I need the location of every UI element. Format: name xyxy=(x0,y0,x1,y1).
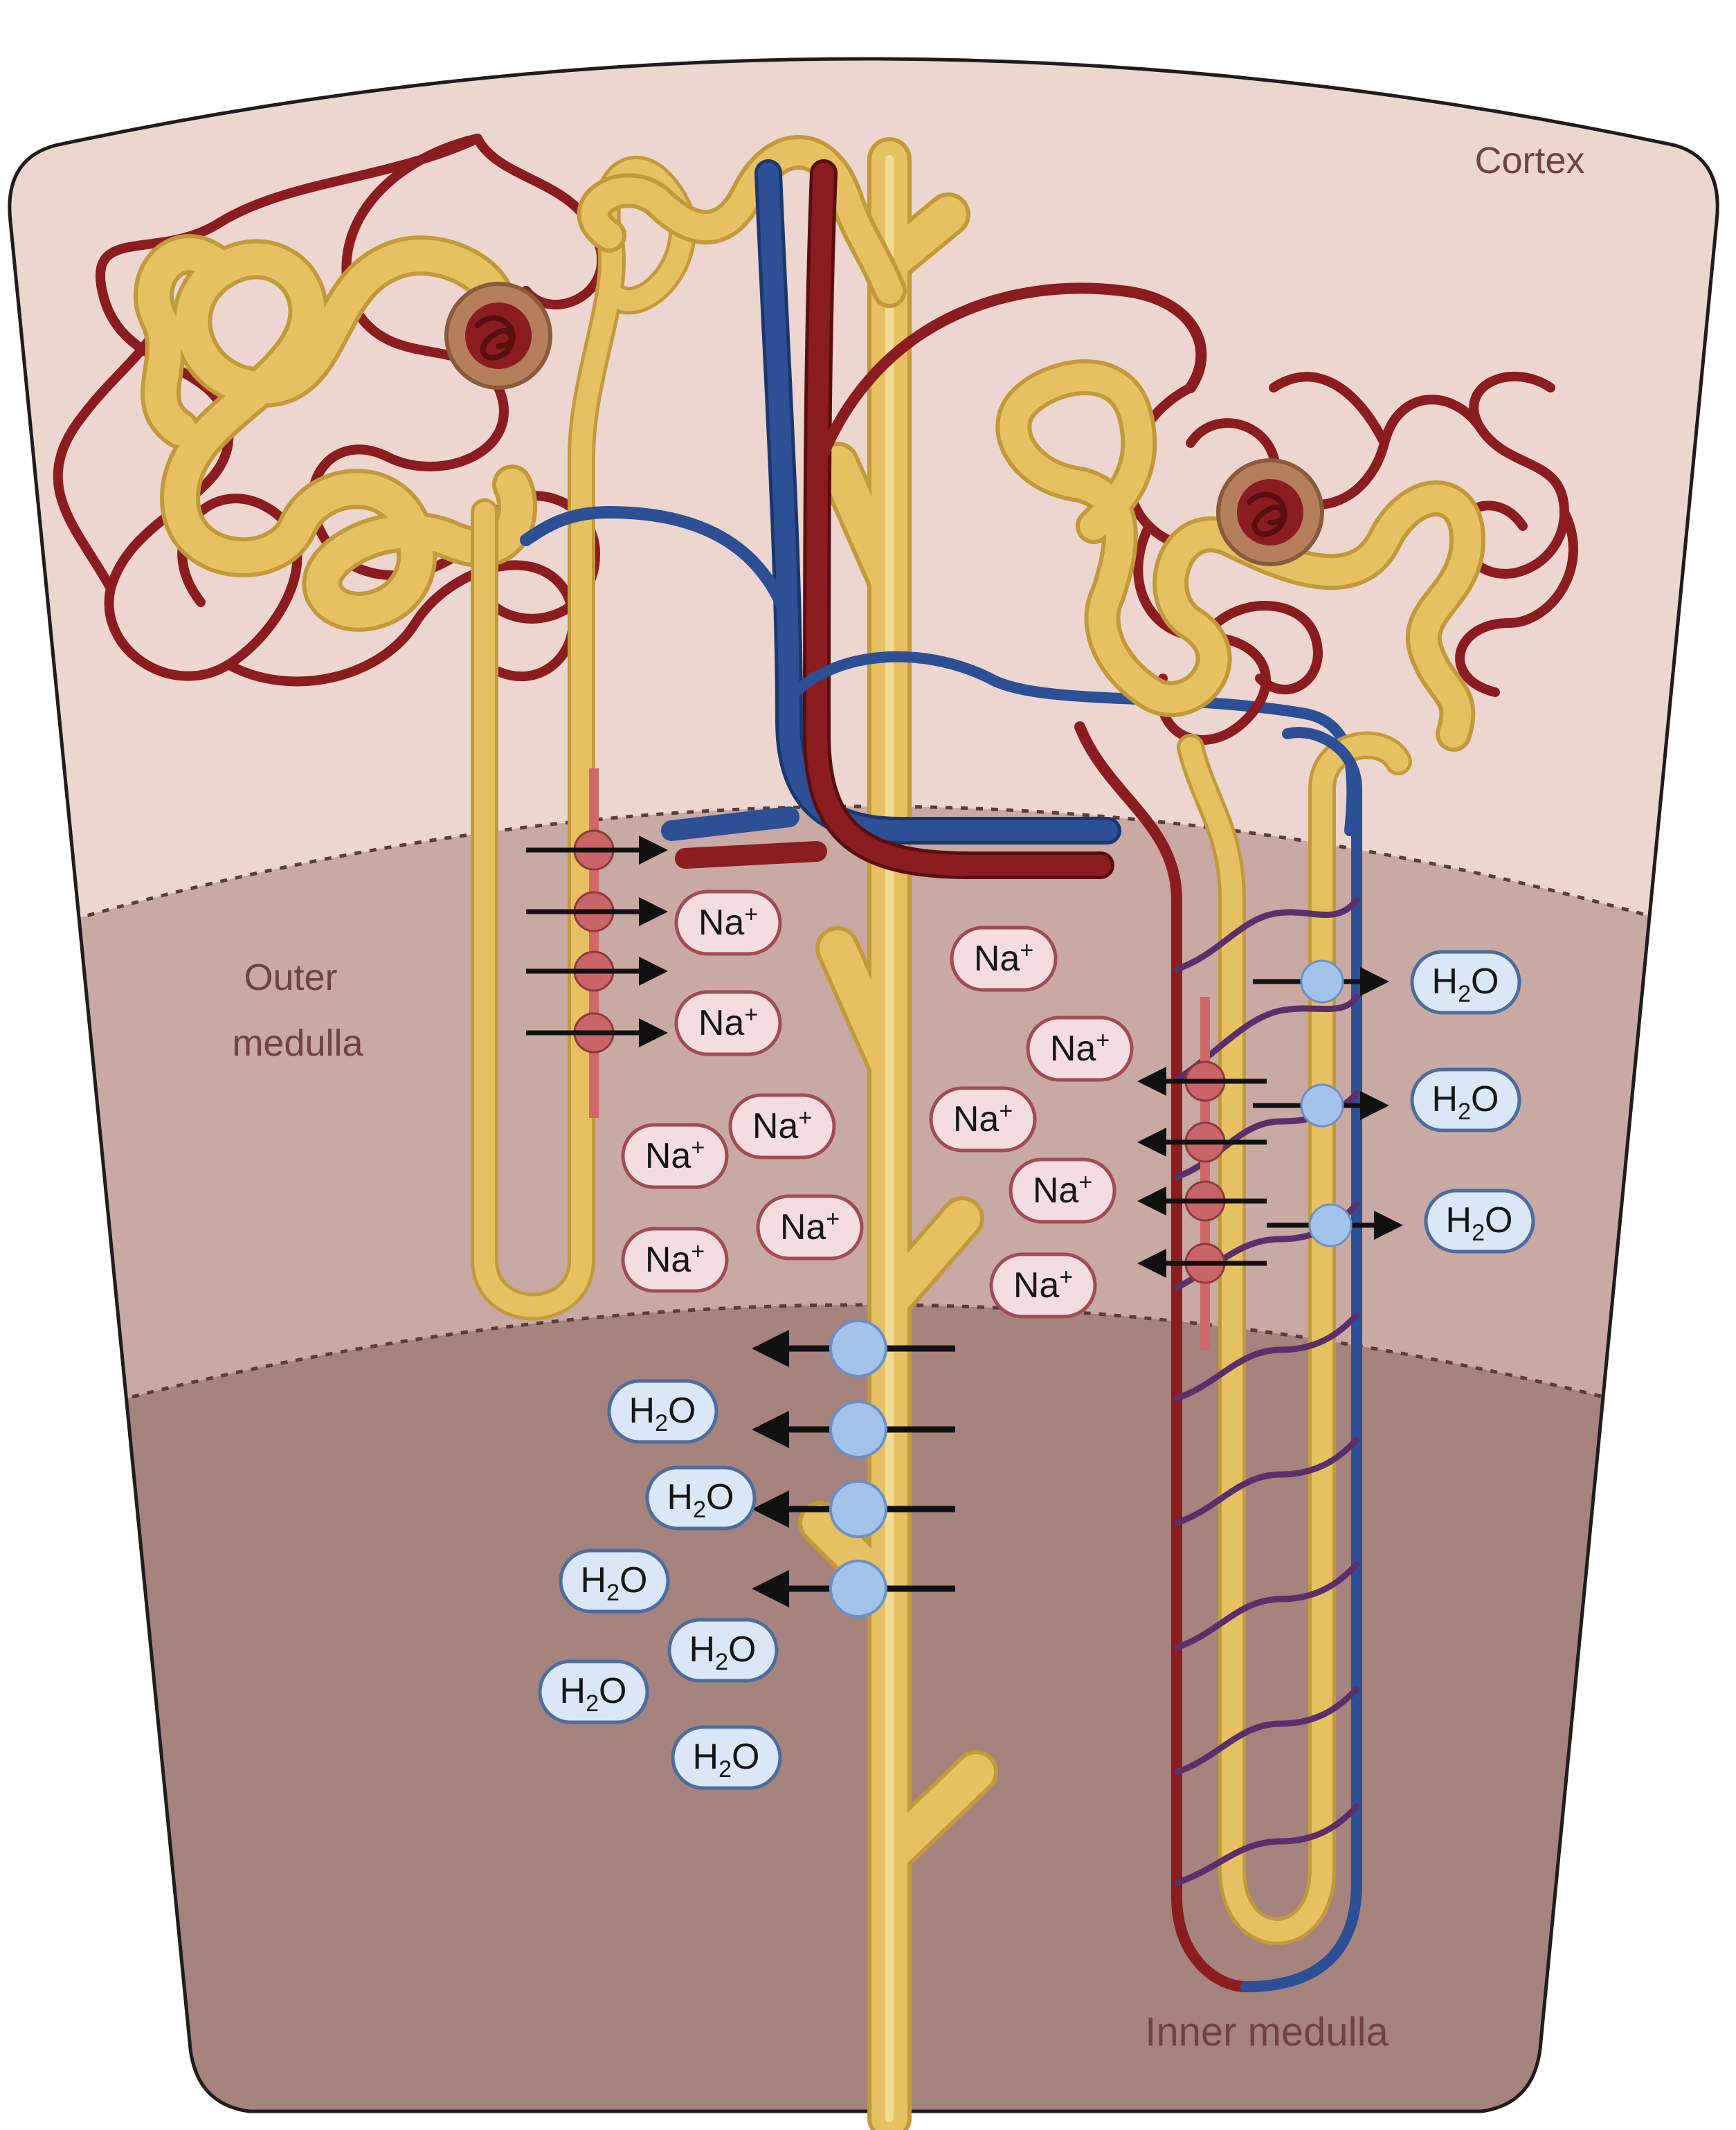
artery-branch-right xyxy=(811,282,1207,476)
svg-text:Na+: Na+ xyxy=(698,1002,758,1043)
h2o-bubble-7: H2O xyxy=(667,1618,779,1683)
h2o-bubble-9: H2O xyxy=(671,1725,782,1790)
outer-medulla-label-line1: Outer xyxy=(244,957,337,998)
na-bubble-10: Na+ xyxy=(1009,1157,1116,1224)
vasa-recta-ascending xyxy=(1240,727,1362,1992)
inner-medulla-label: Inner medulla xyxy=(1145,2010,1389,2055)
na-bubble-5: Na+ xyxy=(756,1194,864,1261)
na-bubble-9: Na+ xyxy=(929,1086,1037,1153)
aquaporin-right-3 xyxy=(1308,1203,1353,1247)
artery-branch-left xyxy=(675,841,827,869)
na-bubble-6: Na+ xyxy=(621,1227,729,1293)
water-channels-right xyxy=(1253,959,1403,1247)
aquaporin-duct-4 xyxy=(829,1560,887,1618)
h2o-bubble-5: H2O xyxy=(645,1465,757,1531)
svg-text:Na+: Na+ xyxy=(752,1105,812,1146)
water-molecules: H2O H2O H2O H2O H2O H2O H2O H2O H2O xyxy=(538,950,1535,1790)
vein-branch-left-end xyxy=(661,806,799,841)
svg-text:H2O: H2O xyxy=(560,1671,627,1717)
svg-text:Na+: Na+ xyxy=(953,1098,1013,1139)
na-bubble-4: Na+ xyxy=(621,1123,729,1189)
cortical-nephron xyxy=(53,134,907,1321)
aquaporin-duct-2 xyxy=(829,1400,887,1459)
svg-text:H2O: H2O xyxy=(1432,1079,1499,1125)
vasa-vessels-left xyxy=(520,159,1358,879)
sodium-ions: Na+ Na+ Na+ Na+ Na+ Na+ Na+ Na+ Na+ Na+ … xyxy=(621,890,1134,1319)
svg-text:H2O: H2O xyxy=(1446,1200,1513,1246)
svg-text:Na+: Na+ xyxy=(645,1135,705,1176)
aquaporin-right-2 xyxy=(1300,1083,1344,1128)
svg-text:H2O: H2O xyxy=(667,1477,734,1523)
svg-text:Na+: Na+ xyxy=(1013,1264,1073,1306)
svg-text:Na+: Na+ xyxy=(974,937,1033,979)
svg-text:H2O: H2O xyxy=(1432,962,1499,1007)
cortex-medulla-boundary xyxy=(9,804,1718,944)
collecting-duct xyxy=(798,137,998,2130)
na-bubble-1: Na+ xyxy=(674,890,782,956)
svg-text:H2O: H2O xyxy=(581,1560,648,1606)
h2o-bubble-8: H2O xyxy=(538,1659,649,1724)
sodium-arrows-right xyxy=(1137,1067,1267,1278)
na-bubble-11: Na+ xyxy=(989,1252,1097,1319)
aquaporin-duct-3 xyxy=(829,1480,887,1538)
cortex-label: Cortex xyxy=(1474,140,1584,181)
aquaporin-right-1 xyxy=(1300,959,1344,1004)
outer-medulla-label-line2: medulla xyxy=(232,1022,363,1064)
svg-text:Na+: Na+ xyxy=(1033,1169,1092,1211)
svg-text:H2O: H2O xyxy=(629,1391,696,1436)
na-bubble-7: Na+ xyxy=(950,926,1058,992)
na-bubble-8: Na+ xyxy=(1026,1016,1134,1082)
outer-inner-medulla-boundary xyxy=(9,1303,1718,1435)
svg-text:Na+: Na+ xyxy=(645,1238,705,1280)
svg-text:H2O: H2O xyxy=(693,1737,760,1782)
aquaporin-duct-1 xyxy=(829,1319,887,1378)
svg-text:Na+: Na+ xyxy=(780,1206,840,1247)
kidney-outline xyxy=(8,57,1719,2113)
h2o-bubble-3: H2O xyxy=(1424,1189,1535,1254)
vasa-recta xyxy=(1074,721,1362,1992)
h2o-bubble-6: H2O xyxy=(559,1549,670,1614)
na-bubble-2: Na+ xyxy=(674,990,782,1056)
pump-bar-right xyxy=(1200,997,1210,1350)
sodium-arrows-left xyxy=(526,836,668,1047)
water-channels-duct xyxy=(752,1319,955,1618)
svg-text:H2O: H2O xyxy=(689,1630,757,1675)
h2o-bubble-1: H2O xyxy=(1410,950,1521,1015)
na-bubble-3: Na+ xyxy=(728,1093,836,1159)
pump-bar-left xyxy=(589,768,599,1118)
h2o-bubble-2: H2O xyxy=(1410,1067,1521,1132)
svg-text:Na+: Na+ xyxy=(1050,1027,1110,1069)
vein-branch-left xyxy=(520,505,795,629)
h2o-bubble-4: H2O xyxy=(607,1379,718,1444)
svg-text:Na+: Na+ xyxy=(698,901,758,943)
vasa-recta-descending xyxy=(1074,721,1251,1992)
